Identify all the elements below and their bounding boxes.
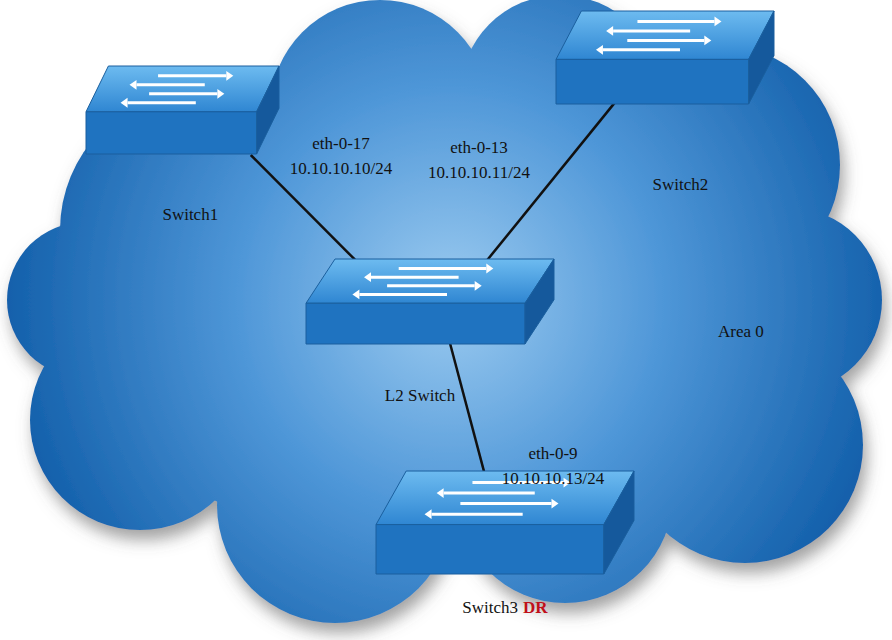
interface-label: eth-0-17 10.10.10.10/24 (280, 132, 402, 181)
switch-icon (305, 258, 555, 345)
switch-name: Switch2 (653, 175, 709, 194)
switch-node: Switch1 (85, 65, 280, 155)
switch-icon (555, 10, 775, 105)
switch-icon (85, 65, 280, 155)
switch-node: Switch2 (555, 10, 775, 105)
area-label: Area 0 (718, 322, 764, 342)
switch-name: Switch3 (462, 598, 518, 617)
switch-caption: L2 Switch (385, 386, 455, 406)
switch-caption: Switch2 (653, 175, 709, 195)
role-tag: DR (523, 598, 548, 617)
switch-name: L2 Switch (385, 386, 455, 405)
link-line (450, 343, 484, 472)
switch-caption: Switch1 (162, 205, 218, 225)
switch-node: L2 Switch (305, 258, 555, 345)
interface-label: eth-0-9 10.10.10.13/24 (492, 442, 614, 491)
switch-name: Switch1 (162, 205, 218, 224)
switch-caption: Switch3 DR (462, 598, 547, 618)
interface-label: eth-0-13 10.10.10.11/24 (418, 136, 540, 185)
